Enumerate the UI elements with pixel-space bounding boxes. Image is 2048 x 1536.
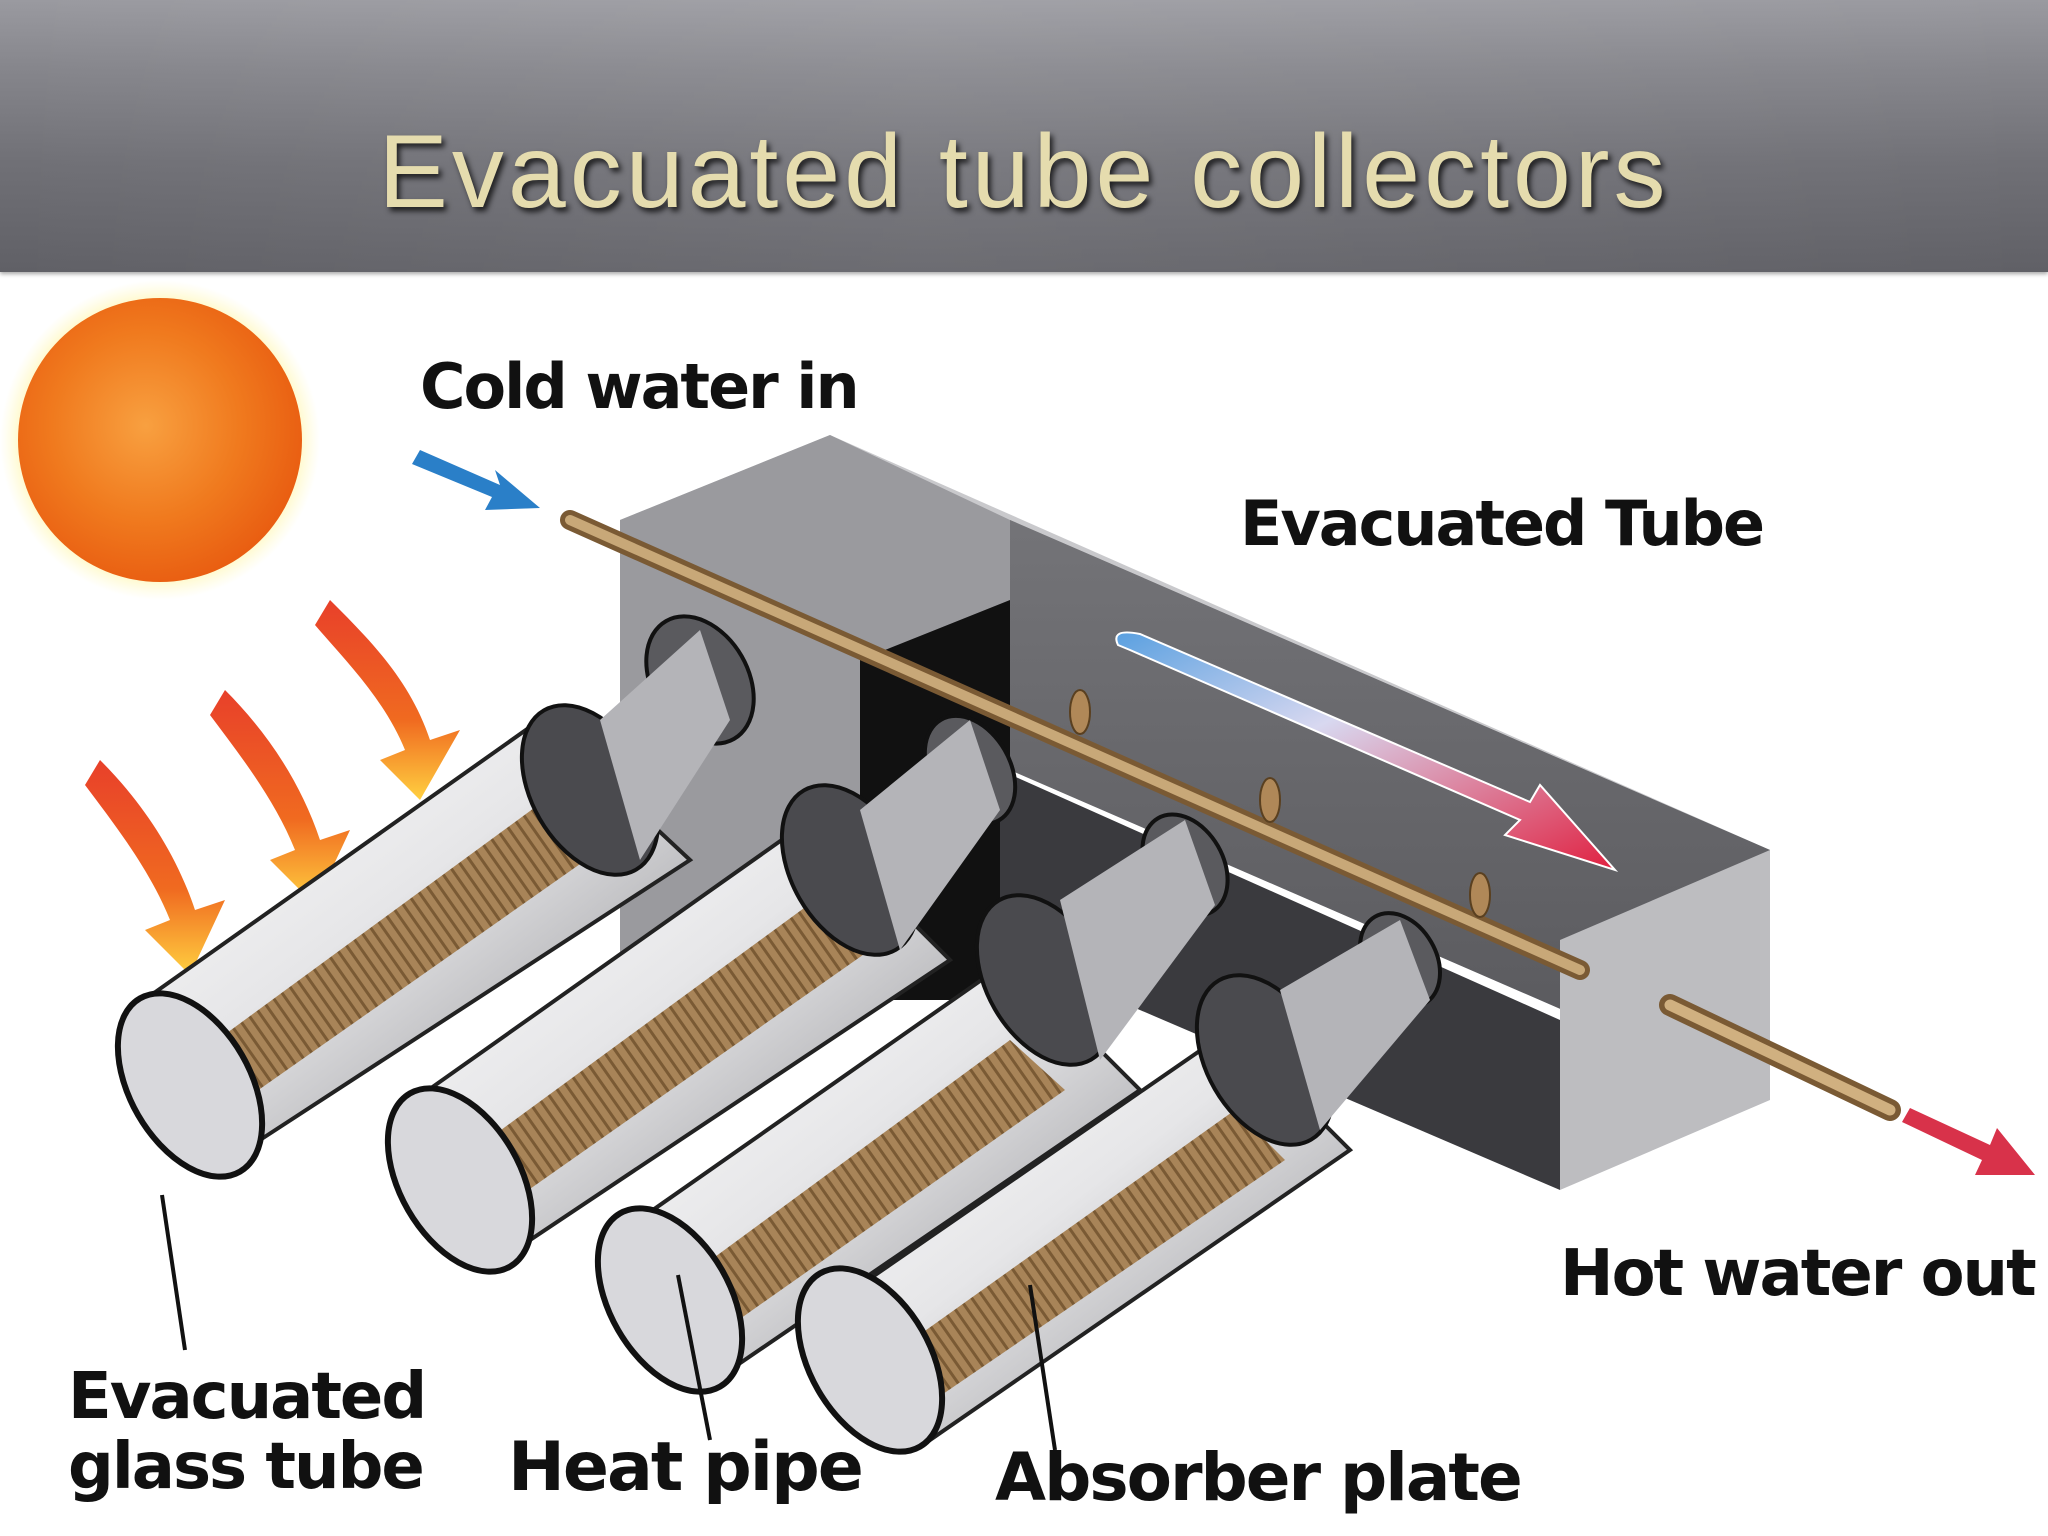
evacuated-tube-2 xyxy=(384,713,1018,1275)
title-bar: Evacuated tube collectors xyxy=(0,0,2048,272)
evacuated-tube-3 xyxy=(594,812,1230,1395)
flow-arrow-icon xyxy=(1115,631,1619,873)
label-heat-pipe: Heat pipe xyxy=(508,1428,862,1507)
hot-water-arrow-icon xyxy=(1902,1108,2035,1175)
label-evacuated-tube: Evacuated Tube xyxy=(1240,487,1763,560)
cold-water-arrow-icon xyxy=(412,450,540,510)
slide-title: Evacuated tube collectors xyxy=(378,114,1670,230)
label-evacuated-glass-tube-line2: glass tube xyxy=(68,1430,423,1504)
sun-icon xyxy=(0,280,320,600)
solar-ray-arrow-icon xyxy=(85,600,460,975)
header-pipe xyxy=(560,510,1901,1121)
label-hot-water-out: Hot water out xyxy=(1560,1237,2036,1311)
label-absorber-plate: Absorber plate xyxy=(995,1439,1521,1516)
evacuated-tube-1 xyxy=(114,614,756,1180)
leader-lines xyxy=(160,1194,1057,1451)
evacuated-tube-4 xyxy=(794,911,1442,1455)
label-evacuated-glass-tube-line1: Evacuated xyxy=(68,1360,425,1434)
label-cold-water-in: Cold water in xyxy=(420,350,858,423)
